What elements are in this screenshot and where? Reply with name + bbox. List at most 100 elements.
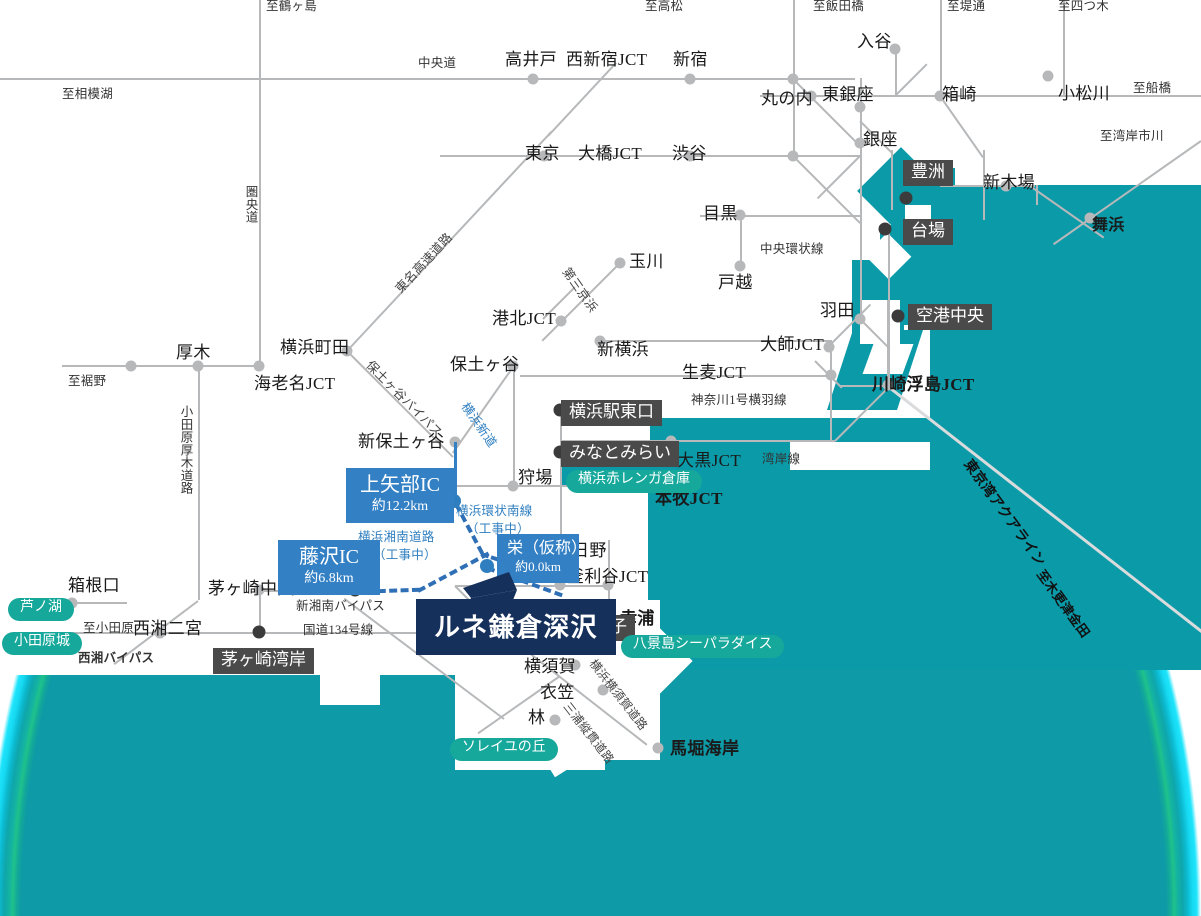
chip-minatomirai: みなとみらい <box>561 441 679 467</box>
node-marunouchi <box>805 90 817 102</box>
node-kinugasa <box>597 684 609 696</box>
road-komatsugawa <box>840 95 1201 97</box>
jct-marunouchi: 丸の内 <box>761 89 814 108</box>
jct-komatsugawa: 小松川 <box>1058 84 1111 103</box>
node-odaiba <box>878 222 892 236</box>
pill-hakkeijima: 八景島シーパラダイス <box>621 635 785 658</box>
node-seisho-ninomiya <box>154 627 166 639</box>
jct-shinyokohama: 新横浜 <box>597 340 650 359</box>
road-tsutsumi-v <box>940 0 942 95</box>
jct-chigasaki-chuo: 茅ヶ崎中央 <box>208 579 295 598</box>
dir-funabashi: 至船橋 <box>1133 81 1172 95</box>
node-chigasaki-chuo <box>253 584 265 596</box>
node-atsugi <box>192 360 204 372</box>
jct-meguro: 目黒 <box>703 204 738 223</box>
node-mabori <box>652 742 664 754</box>
chip-toyosu: 豊洲 <box>903 160 953 186</box>
dir-sagamiko: 至相模湖 <box>62 87 114 101</box>
jct-iriya: 入谷 <box>857 32 892 51</box>
ic-fujisawa-distance: 約6.8km <box>304 571 354 586</box>
road-odawara-atsugi-v <box>198 365 200 600</box>
road-chigasaki-v <box>259 590 261 635</box>
node-haneda <box>854 313 866 325</box>
jct-shibuya: 渋谷 <box>672 144 707 163</box>
node-togoshi <box>734 260 746 272</box>
jct-higashiginza: 東銀座 <box>822 85 875 104</box>
road-kamariya-h <box>455 585 610 587</box>
road-hakoneguchi-h <box>72 602 127 604</box>
jct-tokyo: 東京 <box>525 144 560 163</box>
node-meguro <box>734 209 746 221</box>
ic-fujisawa-name: 藤沢IC <box>299 546 359 568</box>
node-shinjuku <box>684 73 696 85</box>
node-chigasaki-wangan <box>252 625 266 639</box>
dir-yotsugi: 至四つ木 <box>1058 0 1110 13</box>
road-haneda-v <box>860 275 862 320</box>
road-shinyokohama-h <box>600 340 830 342</box>
node-daishi-jct <box>823 341 835 353</box>
jct-atsugi: 厚木 <box>176 343 211 362</box>
node-ohashi-jct <box>787 150 799 162</box>
road-kamiyabe-link <box>454 442 457 500</box>
jct-daishi: 大師JCT <box>760 335 825 354</box>
node-hayashi <box>549 714 561 726</box>
road-iriya-v <box>895 48 897 96</box>
ic-sakae-name: 栄（仮称） <box>507 540 588 557</box>
road-karoba-h <box>455 485 670 487</box>
ic-sakae-distance: 約0.0km <box>515 559 561 575</box>
route-wangan: 湾岸線 <box>762 452 801 466</box>
jct-yokohamamachida: 横浜町田 <box>280 338 350 357</box>
road-ginza-v <box>891 150 893 210</box>
node-shinkiba <box>1000 180 1012 192</box>
road-kokudo134 <box>259 632 459 634</box>
node-takaido <box>527 73 539 85</box>
node-shinyokohama <box>594 335 606 347</box>
jct-takaido: 高井戸 <box>505 50 558 69</box>
jct-namamugi: 生麦JCT <box>682 363 747 382</box>
road-ukishima-v <box>888 320 890 385</box>
node-nishishinjuku <box>787 73 799 85</box>
node-hodogaya <box>507 360 519 372</box>
jct-honmoku: 本牧JCT <box>655 489 723 508</box>
route-kanagawa1: 神奈川1号横羽線 <box>691 393 787 407</box>
route-chuo-kanjo: 中央環状線 <box>760 242 824 256</box>
jct-tamagawa: 玉川 <box>629 252 664 271</box>
jct-hodogaya: 保土ヶ谷 <box>450 355 520 374</box>
route-kokudo134: 国道134号線 <box>303 623 374 637</box>
road-shuto-4 <box>440 155 860 157</box>
pill-soleil: ソレイユの丘 <box>450 738 558 761</box>
jct-maihama: 舞浜 <box>1092 217 1125 234</box>
node-komatsugawa <box>1042 70 1054 82</box>
chip-chigasaki-wangan: 茅ヶ崎湾岸 <box>213 648 314 674</box>
jct-mabori: 馬堀海岸 <box>670 739 740 758</box>
road-namamugi-v <box>830 340 832 440</box>
node-shibuya <box>684 150 696 162</box>
node-kamariya-jct <box>554 579 566 591</box>
route-chuo-do: 中央道 <box>418 56 457 70</box>
ic-box-kamiyabe: 上矢部IC 約12.2km <box>346 468 454 524</box>
sea-yokohama-inlet <box>650 418 950 442</box>
chip-kuko-chuo: 空港中央 <box>908 304 992 330</box>
node-kariba <box>507 480 519 492</box>
jct-hakozaki: 箱崎 <box>942 85 977 104</box>
chip-yokohama-east: 横浜駅東口 <box>561 400 662 426</box>
ic-box-fujisawa: 藤沢IC 約6.8km <box>278 540 380 596</box>
road-shinkiba-v <box>1036 185 1038 205</box>
road-kuko-v <box>888 232 890 320</box>
jct-nishishinjuku: 西新宿JCT <box>566 50 648 69</box>
road-chuo-expwy <box>0 78 855 80</box>
road-mekuro-line <box>700 215 860 217</box>
jct-hino: 日野 <box>572 541 607 560</box>
node-ebina-jct <box>253 360 265 372</box>
jct-ginza: 銀座 <box>863 130 898 149</box>
node-kohoku-jct <box>555 315 567 327</box>
ic-kamiyabe-distance: 約12.2km <box>371 499 429 514</box>
road-yotsugi-v <box>1063 0 1065 95</box>
jct-kamariya: 釜利谷JCT <box>567 567 649 586</box>
pill-akarenga: 横浜赤レンガ倉庫 <box>566 470 702 493</box>
node-hakozaki <box>934 90 946 102</box>
node-iriya <box>889 43 901 55</box>
ic-box-sakae: 栄（仮称） 約0.0km <box>497 534 588 584</box>
